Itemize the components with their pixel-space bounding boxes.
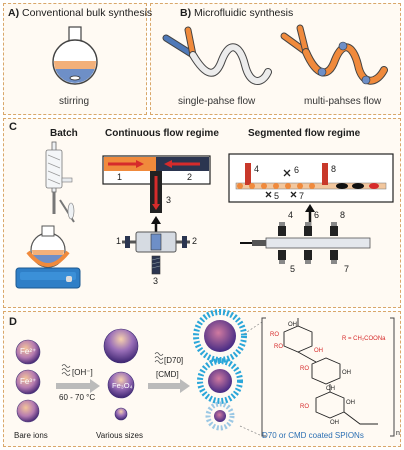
panel-d-letter: D: [9, 316, 17, 328]
oh-label-3: OH: [326, 386, 335, 392]
multi-phase-caption: multi-pahses flow: [304, 96, 382, 107]
mixer-label-3: 3: [153, 276, 159, 286]
heat-icon: [154, 352, 164, 364]
flask-liquid-top: [54, 61, 96, 71]
panel-c-letter: C: [9, 121, 17, 133]
mixer-label-1: 1: [116, 236, 122, 246]
heating-mantle: [26, 250, 70, 267]
segmented-flow-diagram: [228, 153, 394, 264]
panel-a-letter: A): [8, 7, 20, 19]
seg-top-label-8: 8: [331, 164, 337, 174]
oh-label-2: OH: [342, 370, 351, 376]
bare-ions-caption: Bare ions: [14, 431, 48, 440]
fe2-label: Fe²⁺: [20, 347, 37, 356]
single-phase-channel: [162, 26, 272, 85]
ro-label-1: RO: [270, 332, 279, 338]
fe3o4-particle: [107, 371, 135, 399]
mixer-label-2: 2: [192, 236, 198, 246]
large-particle: [103, 328, 139, 364]
r-group-label: R = CH₂COONa: [342, 336, 386, 342]
seg-bottom-label-5: 5: [290, 264, 296, 274]
stirring-caption: stirring: [59, 96, 90, 107]
repeat-n-label: n: [396, 430, 400, 437]
seg-bottom-label-6: 6: [314, 210, 320, 220]
fe3o4-label: Fe₃O₄: [112, 381, 133, 390]
ro-label-3: RO: [300, 366, 309, 372]
ro-label-4: RO: [300, 404, 309, 410]
dextran-structure: [283, 318, 378, 425]
seg-bottom-label-7: 7: [344, 264, 350, 274]
droplet: [317, 67, 327, 77]
droplet: [361, 75, 371, 85]
continuous-title: Continuous flow regime: [105, 128, 219, 139]
droplet: [338, 41, 348, 51]
panel-a-title: A) Conventional bulk synthesis: [8, 7, 152, 19]
close-icon: [265, 191, 272, 198]
ion: [16, 399, 40, 423]
seg-top-label-6: 6: [294, 165, 300, 175]
single-phase-caption: single-pahse flow: [178, 96, 256, 107]
d70-label: [D70]: [164, 356, 184, 365]
multi-phase-channel: [280, 24, 388, 85]
various-sizes-caption: Various sizes: [96, 431, 143, 440]
seg-bottom-label-4: 4: [288, 210, 294, 220]
fe3-label: Fe³⁺: [20, 377, 37, 386]
batch-title: Batch: [50, 128, 78, 139]
oh-label-4: OH: [346, 400, 355, 406]
seg-bottom-label-8: 8: [340, 210, 346, 220]
hydroxide-label: [OH⁻]: [72, 368, 93, 377]
continuous-label-3: 3: [166, 195, 172, 205]
coated-spion-large: [193, 309, 247, 363]
panel-b-letter: B): [180, 7, 192, 19]
panel-b-heading: Microfluidic synthesis: [194, 7, 294, 19]
oh-label-5: OH: [330, 420, 339, 426]
small-particle: [114, 407, 128, 421]
oh-label-1: OH: [314, 348, 323, 354]
inlet-8-bar: [322, 163, 328, 185]
coated-spion-small: [205, 401, 235, 431]
panel-b-title: B) Microfluidic synthesis: [180, 7, 293, 19]
coated-spion-medium: [197, 358, 243, 404]
close-icon: [283, 169, 291, 177]
fe3-ion: [15, 369, 41, 395]
inlet-4-bar: [245, 163, 251, 185]
seg-top-label-4: 4: [254, 164, 260, 174]
panel-a-heading: Conventional bulk synthesis: [22, 7, 153, 19]
oh-label-6: OH: [288, 322, 297, 328]
batch-apparatus: [15, 141, 81, 289]
ro-label-2: RO: [274, 344, 283, 350]
temperature-label: 60 - 70 °C: [59, 393, 96, 402]
continuous-label-1: 1: [117, 172, 123, 182]
close-icon: [290, 191, 297, 198]
coated-spions-caption: D70 or CMD coated SPIONs: [262, 431, 364, 440]
hotplate-knob-icon: [66, 276, 72, 282]
segmented-title: Segmented flow regime: [248, 128, 361, 139]
fe2-ion: [15, 339, 41, 365]
cmd-label: [CMD]: [156, 370, 179, 379]
continuous-flow-diagram: [102, 155, 211, 275]
stir-bar-icon: [69, 75, 81, 81]
seg-top-label-7: 7: [299, 191, 305, 201]
heat-icon: [61, 364, 71, 376]
continuous-label-2: 2: [187, 172, 193, 182]
seg-top-label-5: 5: [274, 191, 280, 201]
